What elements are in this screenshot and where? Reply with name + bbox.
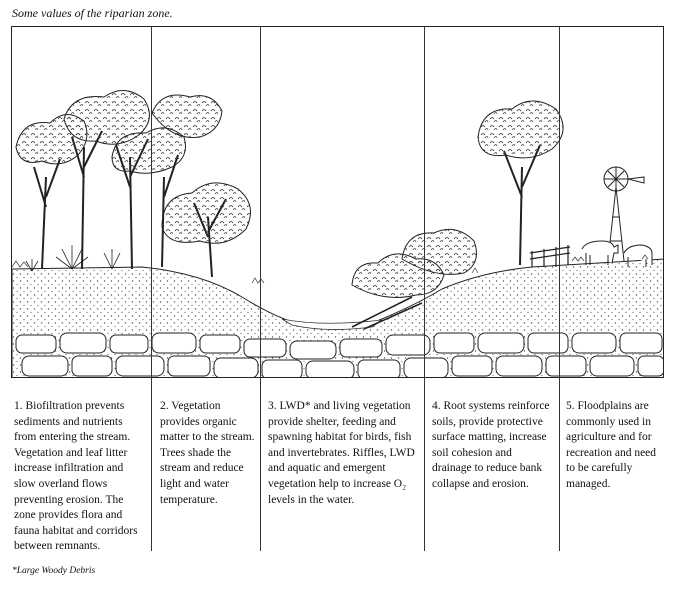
column-divider-3 (424, 26, 425, 551)
caption-biofiltration: 1. Biofiltration prevents sediments and … (14, 399, 144, 555)
rock-layer (15, 332, 663, 377)
left-understorey (25, 245, 121, 272)
caption-number: 3. (268, 400, 277, 412)
caption-root-systems: 4. Root systems reinforce soils, provide… (432, 399, 554, 493)
figure-title: Some values of the riparian zone. (12, 6, 173, 20)
column-divider-4 (559, 26, 560, 551)
caption-floodplains: 5. Floodplains are commonly used in agri… (566, 399, 666, 493)
riparian-cross-section (12, 90, 663, 377)
large-woody-debris (351, 296, 423, 330)
column-divider-1 (151, 26, 152, 551)
caption-number: 1. (14, 400, 23, 412)
left-canopy (15, 90, 251, 244)
caption-lwd: 3. LWD* and living vegetation provide sh… (268, 399, 418, 508)
caption-number: 4. (432, 400, 441, 412)
caption-text: Vegetation provides organic matter to th… (160, 400, 255, 506)
caption-text: LWD* and living vegetation provide shelt… (268, 400, 415, 506)
right-tall-tree (477, 100, 564, 266)
stream-water (281, 318, 383, 330)
caption-text: Root systems reinforce soils, provide pr… (432, 400, 550, 490)
caption-text: Floodplains are commonly used in agricul… (566, 400, 657, 490)
footnote: *Large Woody Debris (12, 566, 96, 576)
windmill (603, 166, 645, 262)
caption-text: Biofiltration prevents sediments and nut… (14, 400, 138, 553)
column-divider-2 (260, 26, 261, 551)
fence (529, 245, 571, 267)
grass (12, 254, 649, 284)
caption-vegetation: 2. Vegetation provides organic matter to… (160, 399, 255, 508)
caption-number: 2. (160, 400, 169, 412)
caption-number: 5. (566, 400, 575, 412)
right-bank-shrubs (351, 228, 477, 298)
cattle (581, 240, 653, 267)
riparian-illustration (11, 26, 664, 378)
